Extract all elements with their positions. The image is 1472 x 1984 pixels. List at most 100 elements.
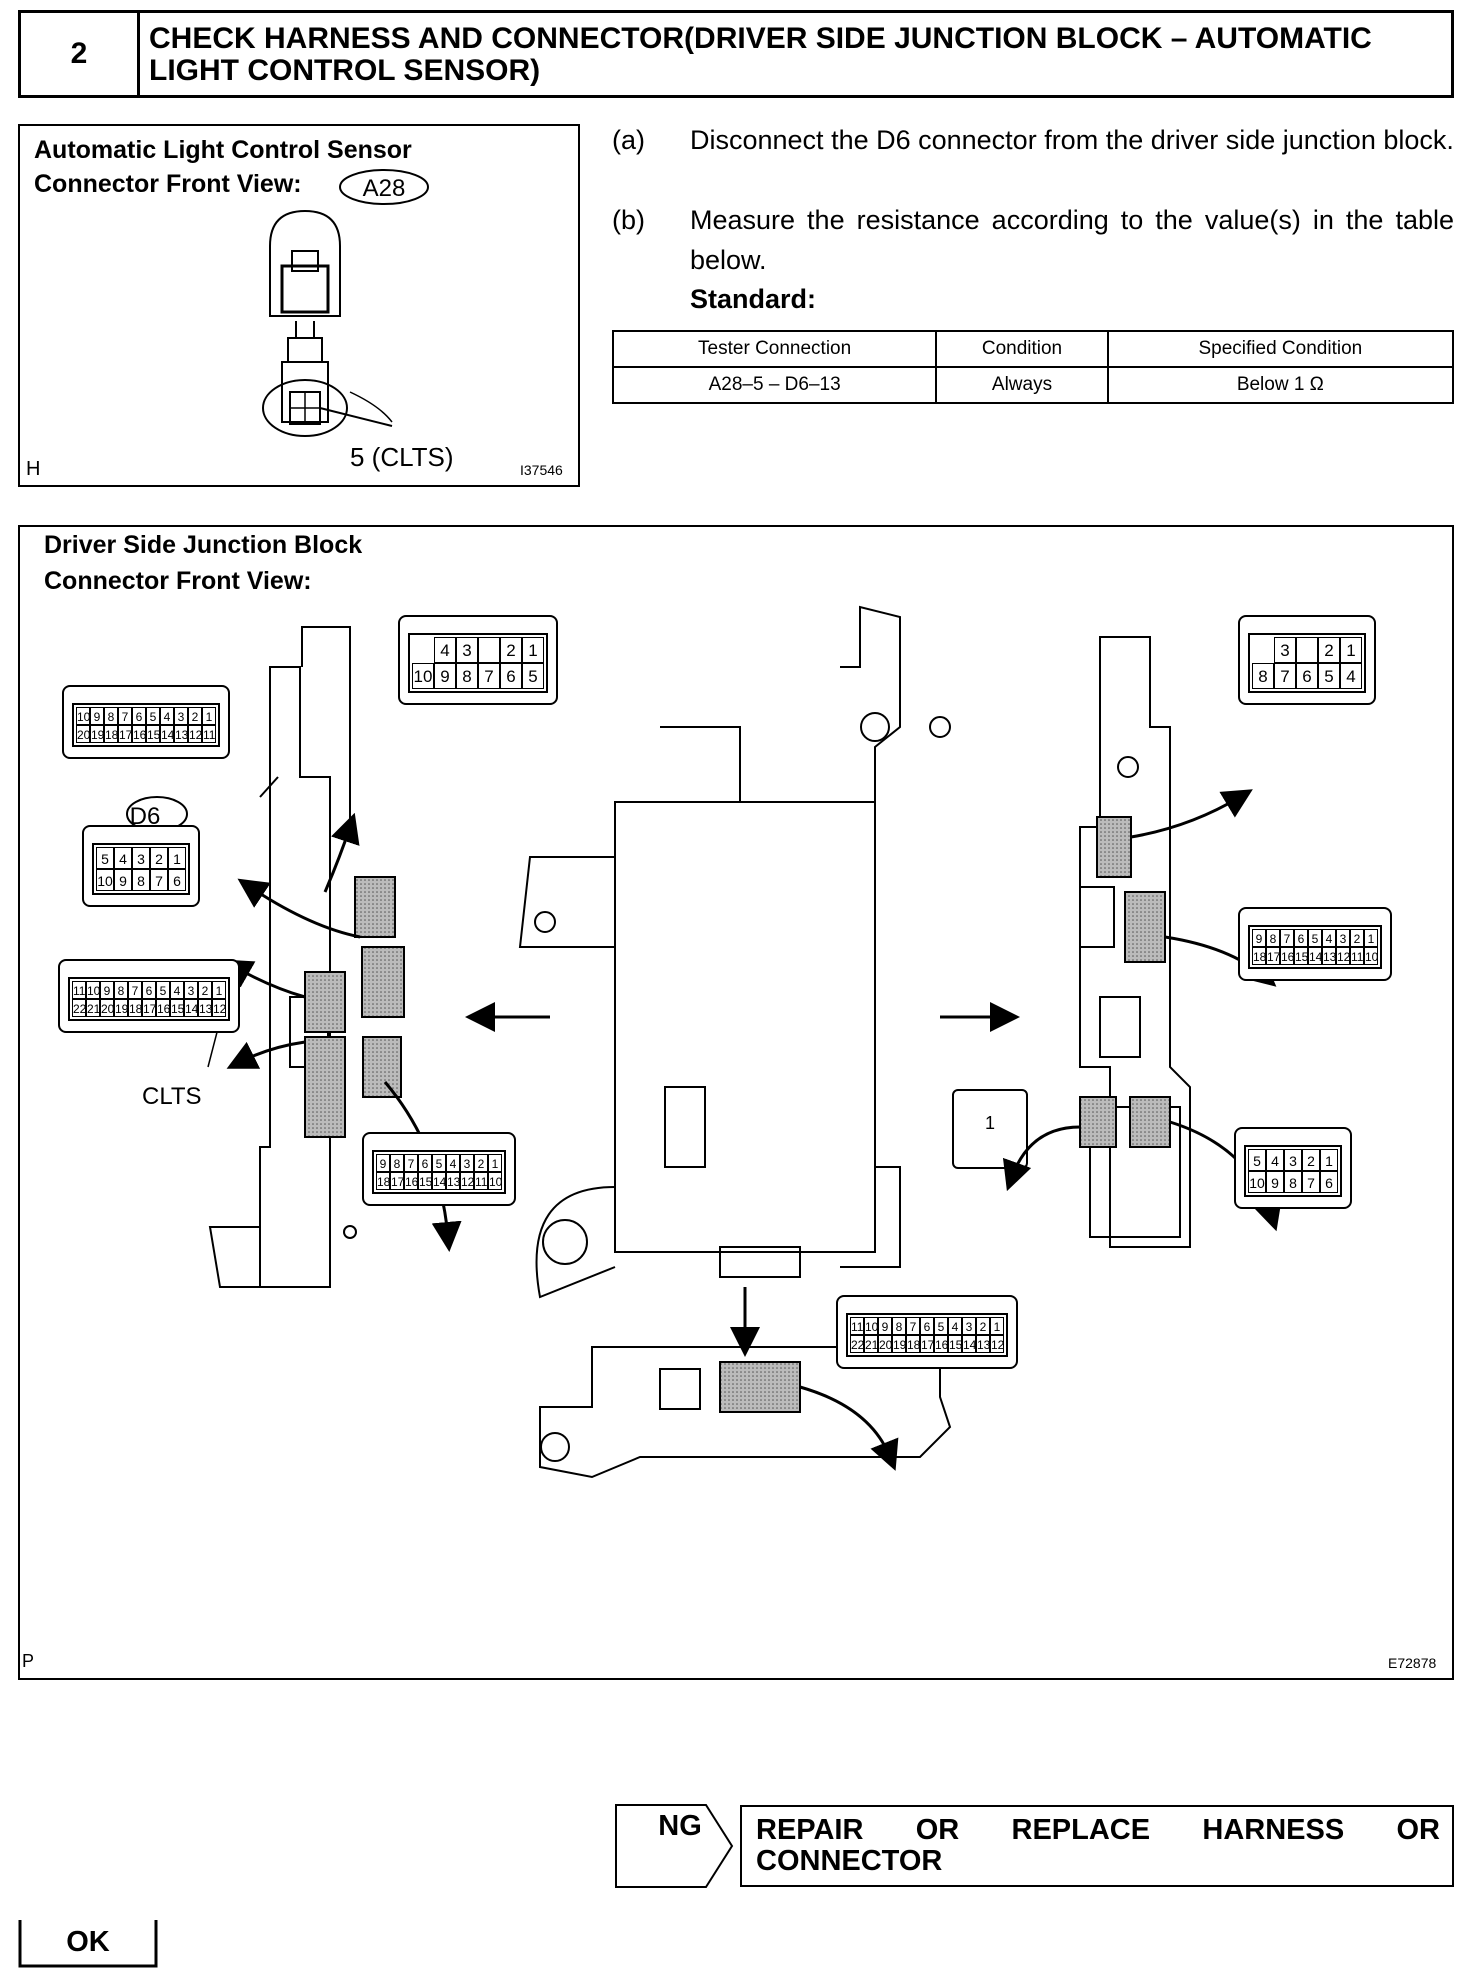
connector-pin: 1 (522, 637, 544, 663)
sensor-connector-figure: Automatic Light Control Sensor Connector… (18, 124, 580, 487)
connector-pin (1296, 637, 1318, 663)
connector-pin: 5 (522, 663, 544, 689)
connector-pin: 12 (990, 1335, 1004, 1353)
connector-pin: 6 (132, 707, 146, 725)
connector-pin: 22 (72, 999, 86, 1017)
connector-pin: 6 (142, 981, 156, 999)
connector-pin (478, 637, 500, 663)
table-header: Specified Condition (1106, 330, 1455, 368)
connector-pin: 9 (878, 1317, 892, 1335)
connector-pin: 7 (118, 707, 132, 725)
table-cell: A28–5 – D6–13 (611, 366, 938, 404)
connector-pin: 9 (434, 663, 456, 689)
ng-action-line-1: REPAIR OR REPLACE HARNESS OR (756, 1814, 1440, 1846)
ng-action-line-2: CONNECTOR (756, 1845, 943, 1877)
connector-pin: 11 (72, 981, 86, 999)
connector-pin: 2 (976, 1317, 990, 1335)
step-header: 2 CHECK HARNESS AND CONNECTOR(DRIVER SID… (18, 10, 1454, 98)
right-port-single (1079, 1096, 1117, 1148)
connector-pin: 14 (184, 999, 198, 1017)
table-header-row: Tester Connection Condition Specified Co… (611, 330, 1455, 368)
connector-pin: 6 (168, 869, 186, 891)
connector-pin: 3 (460, 1154, 474, 1172)
connector-pin: 7 (128, 981, 142, 999)
figure-code: E72878 (1388, 1655, 1437, 1671)
connector-pin: 11 (850, 1317, 864, 1335)
connector-pin: 5 (156, 981, 170, 999)
connector-pin: 6 (1294, 929, 1308, 947)
connector-pin: 11 (202, 725, 216, 743)
connector-pin: 2 (198, 981, 212, 999)
connector-pin: 19 (90, 725, 104, 743)
connector-pin: 9 (1266, 1171, 1284, 1193)
step-number: 2 (21, 13, 140, 95)
connector-pin: 15 (170, 999, 184, 1017)
connector-pin: 7 (906, 1317, 920, 1335)
connector-pin: 18 (104, 725, 118, 743)
connector-pin: 4 (170, 981, 184, 999)
connector-pin: 1 (1340, 637, 1362, 663)
connector-pin: 18 (128, 999, 142, 1017)
connector-pin: 17 (142, 999, 156, 1017)
connector-pin: 16 (132, 725, 146, 743)
connector-pin: 2 (500, 637, 522, 663)
clts-label: CLTS (142, 1083, 202, 1110)
connector-pin: 1 (488, 1154, 502, 1172)
right-block-body (1079, 636, 1191, 1248)
connector-pin: 7 (150, 869, 168, 891)
connector-pin: 5 (1248, 1149, 1266, 1171)
junction-figure-title-1: Driver Side Junction Block (44, 531, 363, 559)
connector-pin: 1 (202, 707, 216, 725)
connector-pin: 7 (404, 1154, 418, 1172)
connector-pin: 6 (920, 1317, 934, 1335)
connector-pin: 10 (86, 981, 100, 999)
connector-pin: 8 (1252, 663, 1274, 689)
connector-pin: 13 (198, 999, 212, 1017)
left-port-upper (354, 876, 396, 938)
connector-pin: 13 (446, 1172, 460, 1190)
table-header: Condition (935, 330, 1109, 368)
connector-pin: 17 (1266, 947, 1280, 965)
figure-corner-letter: P (22, 1651, 35, 1671)
connector-pin: 5 (146, 707, 160, 725)
connector-pin: 2 (1350, 929, 1364, 947)
right-port-mid (1124, 891, 1166, 963)
connector-pin: 17 (920, 1335, 934, 1353)
connector-pin: 18 (1252, 947, 1266, 965)
right-port-lower (1129, 1096, 1171, 1148)
table-cell: Always (935, 366, 1109, 404)
connector-pin: 2 (150, 847, 168, 869)
connector-pin: 10 (864, 1317, 878, 1335)
connector-pin: 6 (1296, 663, 1318, 689)
connector-pin: 9 (90, 707, 104, 725)
connector-pin: 4 (1266, 1149, 1284, 1171)
connector-pin: 8 (1284, 1171, 1302, 1193)
sensor-connector-drawing: A28 (262, 169, 429, 437)
connector-1pin: 1 (952, 1089, 1028, 1169)
connector-pin: 1 (1364, 929, 1378, 947)
connector-pin: 15 (146, 725, 160, 743)
connector-pin: 7 (478, 663, 500, 689)
d6-label: D6 (129, 803, 161, 830)
connector-pin: 4 (1340, 663, 1362, 689)
connector-pin: 12 (188, 725, 202, 743)
step-b: (b) Measure the resistance according to … (612, 200, 1454, 280)
connector-pin: 1 (212, 981, 226, 999)
connector-pin: 15 (418, 1172, 432, 1190)
left-port-d6-upper (304, 971, 346, 1033)
connector-pin: 18 (376, 1172, 390, 1190)
connector-pin: 1 (168, 847, 186, 869)
